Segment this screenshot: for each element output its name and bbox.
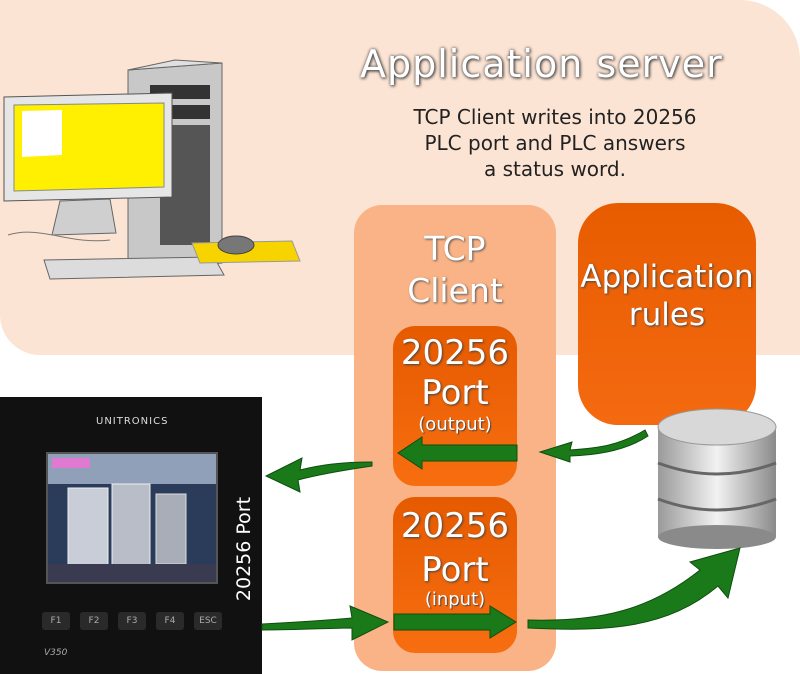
rules-line-1: Application (580, 259, 754, 295)
description-line-3: a status word. (484, 157, 626, 181)
computer-icon (3, 59, 301, 280)
plc-key-f1[interactable]: F1 (42, 612, 70, 630)
input-port-arrow (393, 605, 517, 639)
plc-key-f2[interactable]: F2 (80, 612, 108, 630)
application-rules-label: Application rules (578, 258, 756, 334)
input-port-number: 20256 (400, 506, 510, 546)
output-port-number: 20256 (400, 333, 510, 373)
input-to-db-arrow (527, 547, 741, 630)
plc-model: V350 (44, 648, 68, 658)
plc-to-input-arrow (261, 605, 390, 641)
plc-key-f4[interactable]: F4 (156, 612, 184, 630)
db-to-output-arrow (538, 429, 649, 463)
input-port-sub: (input) (424, 589, 486, 610)
output-port-sub: (output) (418, 414, 492, 435)
rules-line-2: rules (628, 297, 706, 333)
database-icon (657, 408, 777, 549)
plc-brand: UNITRONICS (96, 416, 169, 427)
description-line-2: PLC port and PLC answers (424, 131, 686, 155)
server-title: Application server (360, 42, 723, 86)
plc-screen-image (48, 454, 216, 582)
description-line-1: TCP Client writes into 20256 (413, 105, 697, 129)
plc-key-f3[interactable]: F3 (118, 612, 146, 630)
output-to-plc-arrow (264, 457, 373, 493)
tcp-client-title-line-2: Client (407, 271, 503, 310)
output-port-arrow (397, 436, 518, 470)
server-description: TCP Client writes into 20256 PLC port an… (380, 104, 730, 182)
output-port-word: Port (421, 373, 489, 413)
tcp-client-title: TCP Client (354, 228, 556, 312)
input-port-word: Port (421, 550, 489, 590)
plc-key-esc[interactable]: ESC (194, 612, 222, 630)
application-rules-box (578, 203, 756, 425)
plc-screen (46, 452, 218, 584)
tcp-client-title-line-1: TCP (424, 229, 486, 268)
